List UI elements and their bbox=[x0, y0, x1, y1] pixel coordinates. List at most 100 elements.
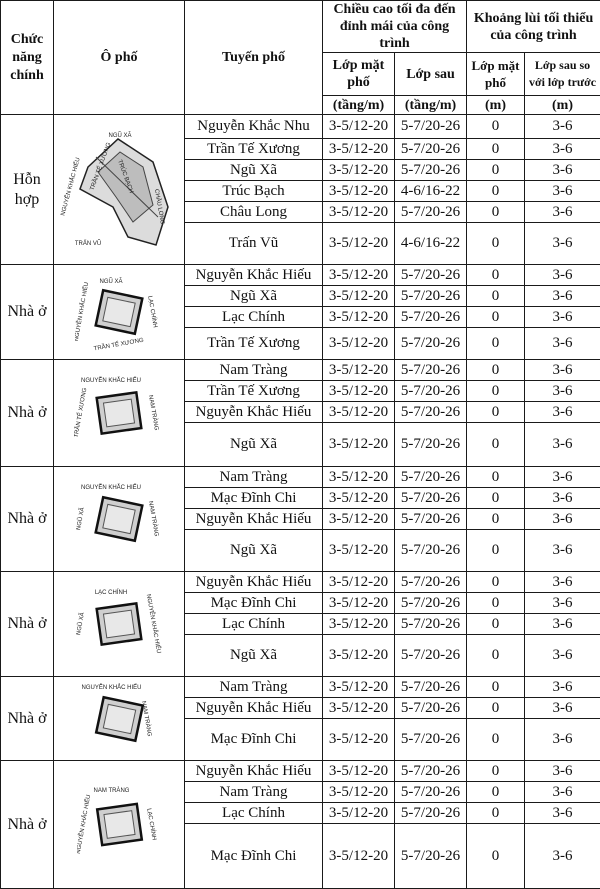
back-setback-cell: 3-6 bbox=[525, 635, 600, 677]
front-height-cell: 3-5/12-20 bbox=[323, 635, 395, 677]
back-setback-cell: 3-6 bbox=[525, 423, 600, 467]
front-setback-cell: 0 bbox=[467, 593, 525, 614]
back-setback-cell: 3-6 bbox=[525, 402, 600, 423]
front-height-cell: 3-5/12-20 bbox=[323, 181, 395, 202]
map-street-label: LẠC CHÍNH bbox=[146, 295, 159, 328]
back-height-cell: 5-7/20-26 bbox=[395, 160, 467, 181]
header-front-layer: Lớp mặt phố bbox=[323, 53, 395, 96]
back-height-cell: 5-7/20-26 bbox=[395, 265, 467, 286]
street-cell: Nam Tràng bbox=[185, 782, 323, 803]
front-height-cell: 3-5/12-20 bbox=[323, 307, 395, 328]
function-cell: Nhà ở bbox=[1, 467, 54, 572]
street-cell: Nguyễn Khắc Hiếu bbox=[185, 402, 323, 423]
front-height-cell: 3-5/12-20 bbox=[323, 719, 395, 761]
map-street-label: NGUYỄN KHẮC HIẾU bbox=[75, 281, 90, 341]
street-cell: Châu Long bbox=[185, 202, 323, 223]
back-setback-cell: 3-6 bbox=[525, 160, 600, 181]
front-setback-cell: 0 bbox=[467, 307, 525, 328]
map-street-label: NGUYỄN KHẮC HIẾU bbox=[81, 376, 141, 384]
back-height-cell: 5-7/20-26 bbox=[395, 423, 467, 467]
front-setback-cell: 0 bbox=[467, 824, 525, 889]
front-height-cell: 3-5/12-20 bbox=[323, 572, 395, 593]
front-setback-cell: 0 bbox=[467, 360, 525, 381]
header-back-setback: Lớp sau so với lớp trước bbox=[525, 53, 600, 96]
function-cell: Nhà ở bbox=[1, 677, 54, 761]
back-setback-cell: 3-6 bbox=[525, 139, 600, 160]
back-height-cell: 5-7/20-26 bbox=[395, 202, 467, 223]
street-cell: Trúc Bạch bbox=[185, 181, 323, 202]
front-setback-cell: 0 bbox=[467, 160, 525, 181]
street-cell: Nguyễn Khắc Hiếu bbox=[185, 698, 323, 719]
front-height-cell: 3-5/12-20 bbox=[323, 509, 395, 530]
front-setback-cell: 0 bbox=[467, 635, 525, 677]
front-setback-cell: 0 bbox=[467, 181, 525, 202]
back-setback-cell: 3-6 bbox=[525, 530, 600, 572]
front-height-cell: 3-5/12-20 bbox=[323, 593, 395, 614]
street-cell: Nguyễn Khắc Hiếu bbox=[185, 761, 323, 782]
back-height-cell: 5-7/20-26 bbox=[395, 286, 467, 307]
front-setback-cell: 0 bbox=[467, 265, 525, 286]
back-height-cell: 5-7/20-26 bbox=[395, 467, 467, 488]
front-setback-cell: 0 bbox=[467, 509, 525, 530]
back-setback-cell: 3-6 bbox=[525, 328, 600, 360]
front-height-cell: 3-5/12-20 bbox=[323, 139, 395, 160]
back-height-cell: 5-7/20-26 bbox=[395, 572, 467, 593]
back-height-cell: 5-7/20-26 bbox=[395, 593, 467, 614]
back-height-cell: 5-7/20-26 bbox=[395, 677, 467, 698]
back-setback-cell: 3-6 bbox=[525, 467, 600, 488]
back-height-cell: 5-7/20-26 bbox=[395, 530, 467, 572]
front-height-cell: 3-5/12-20 bbox=[323, 265, 395, 286]
street-cell: Trần Tế Xương bbox=[185, 381, 323, 402]
front-setback-cell: 0 bbox=[467, 223, 525, 265]
back-height-cell: 5-7/20-26 bbox=[395, 488, 467, 509]
back-height-cell: 5-7/20-26 bbox=[395, 360, 467, 381]
front-height-cell: 3-5/12-20 bbox=[323, 360, 395, 381]
street-cell: Ngũ Xã bbox=[185, 160, 323, 181]
back-setback-cell: 3-6 bbox=[525, 307, 600, 328]
front-height-cell: 3-5/12-20 bbox=[323, 160, 395, 181]
street-cell: Mạc Đĩnh Chi bbox=[185, 593, 323, 614]
back-height-cell: 5-7/20-26 bbox=[395, 115, 467, 139]
street-cell: Nguyễn Khắc Hiếu bbox=[185, 572, 323, 593]
street-cell: Lạc Chính bbox=[185, 803, 323, 824]
back-setback-cell: 3-6 bbox=[525, 488, 600, 509]
header-function: Chức năng chính bbox=[1, 1, 54, 115]
map-street-label: NGUYỄN KHẮC HIẾU bbox=[77, 794, 92, 854]
front-setback-cell: 0 bbox=[467, 202, 525, 223]
street-cell: Ngũ Xã bbox=[185, 286, 323, 307]
street-cell: Nam Tràng bbox=[185, 360, 323, 381]
back-height-cell: 5-7/20-26 bbox=[395, 698, 467, 719]
front-height-cell: 3-5/12-20 bbox=[323, 115, 395, 139]
header-front-setback: Lớp mặt phố bbox=[467, 53, 525, 96]
back-height-cell: 4-6/16-22 bbox=[395, 181, 467, 202]
street-cell: Nam Tràng bbox=[185, 677, 323, 698]
function-cell: Nhà ở bbox=[1, 360, 54, 467]
front-setback-cell: 0 bbox=[467, 572, 525, 593]
front-height-cell: 3-5/12-20 bbox=[323, 467, 395, 488]
map-street-label: NAM TRÀNG bbox=[93, 787, 129, 794]
street-cell: Ngũ Xã bbox=[185, 635, 323, 677]
back-setback-cell: 3-6 bbox=[525, 593, 600, 614]
back-height-cell: 5-7/20-26 bbox=[395, 139, 467, 160]
header-block: Ô phố bbox=[54, 1, 185, 115]
front-height-cell: 3-5/12-20 bbox=[323, 402, 395, 423]
street-cell: Trần Tế Xương bbox=[185, 328, 323, 360]
map-street-label: NGŨ XÃ bbox=[75, 507, 86, 531]
header-setback-group: Khoảng lùi tối thiểu của công trình bbox=[467, 1, 600, 53]
map-street-label: TRẤN VŨ bbox=[75, 240, 101, 247]
front-height-cell: 3-5/12-20 bbox=[323, 677, 395, 698]
front-setback-cell: 0 bbox=[467, 328, 525, 360]
street-cell: Trần Tế Xương bbox=[185, 139, 323, 160]
back-height-cell: 5-7/20-26 bbox=[395, 803, 467, 824]
back-setback-cell: 3-6 bbox=[525, 360, 600, 381]
map-street-label: NAM TRÀNG bbox=[147, 500, 160, 537]
back-setback-cell: 3-6 bbox=[525, 509, 600, 530]
